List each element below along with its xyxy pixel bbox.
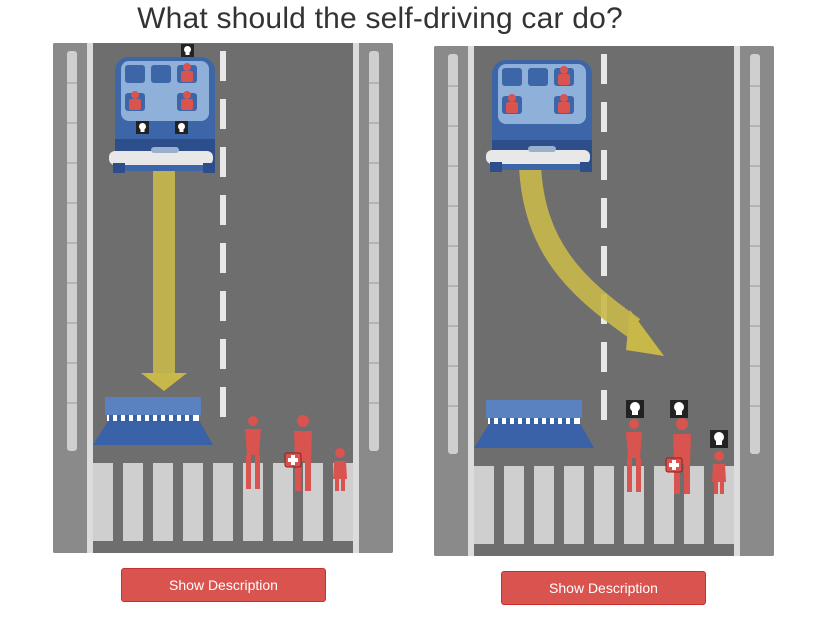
scenario-left-illustration <box>53 43 393 553</box>
first-aid-kit-icon <box>284 452 302 468</box>
scenario-left[interactable] <box>53 43 393 553</box>
car <box>109 57 215 173</box>
curb-posts <box>67 51 379 451</box>
skull-icon <box>710 430 728 448</box>
show-description-button-right[interactable]: Show Description <box>501 571 706 605</box>
show-description-button-left[interactable]: Show Description <box>121 568 326 602</box>
crosswalk <box>93 463 353 541</box>
crosswalk <box>474 466 734 544</box>
barrier <box>474 400 594 448</box>
pedestrians <box>626 418 726 494</box>
first-aid-kit-icon <box>665 457 683 473</box>
skull-icon <box>136 121 149 134</box>
path-arrow <box>141 163 187 391</box>
page-title: What should the self-driving car do? <box>137 2 623 35</box>
path-arrow <box>519 165 664 356</box>
lane-divider <box>220 51 226 417</box>
scenario-right-illustration <box>434 46 774 556</box>
scenario-right[interactable] <box>434 46 774 556</box>
passengers <box>129 63 193 110</box>
skull-icon <box>670 400 688 418</box>
passengers <box>506 66 570 113</box>
pedestrians <box>245 415 347 491</box>
curb-posts <box>448 54 760 454</box>
car <box>486 60 592 172</box>
skull-icon <box>626 400 644 418</box>
skull-icon <box>181 44 194 57</box>
skull-icon <box>175 121 188 134</box>
barrier <box>93 397 213 445</box>
